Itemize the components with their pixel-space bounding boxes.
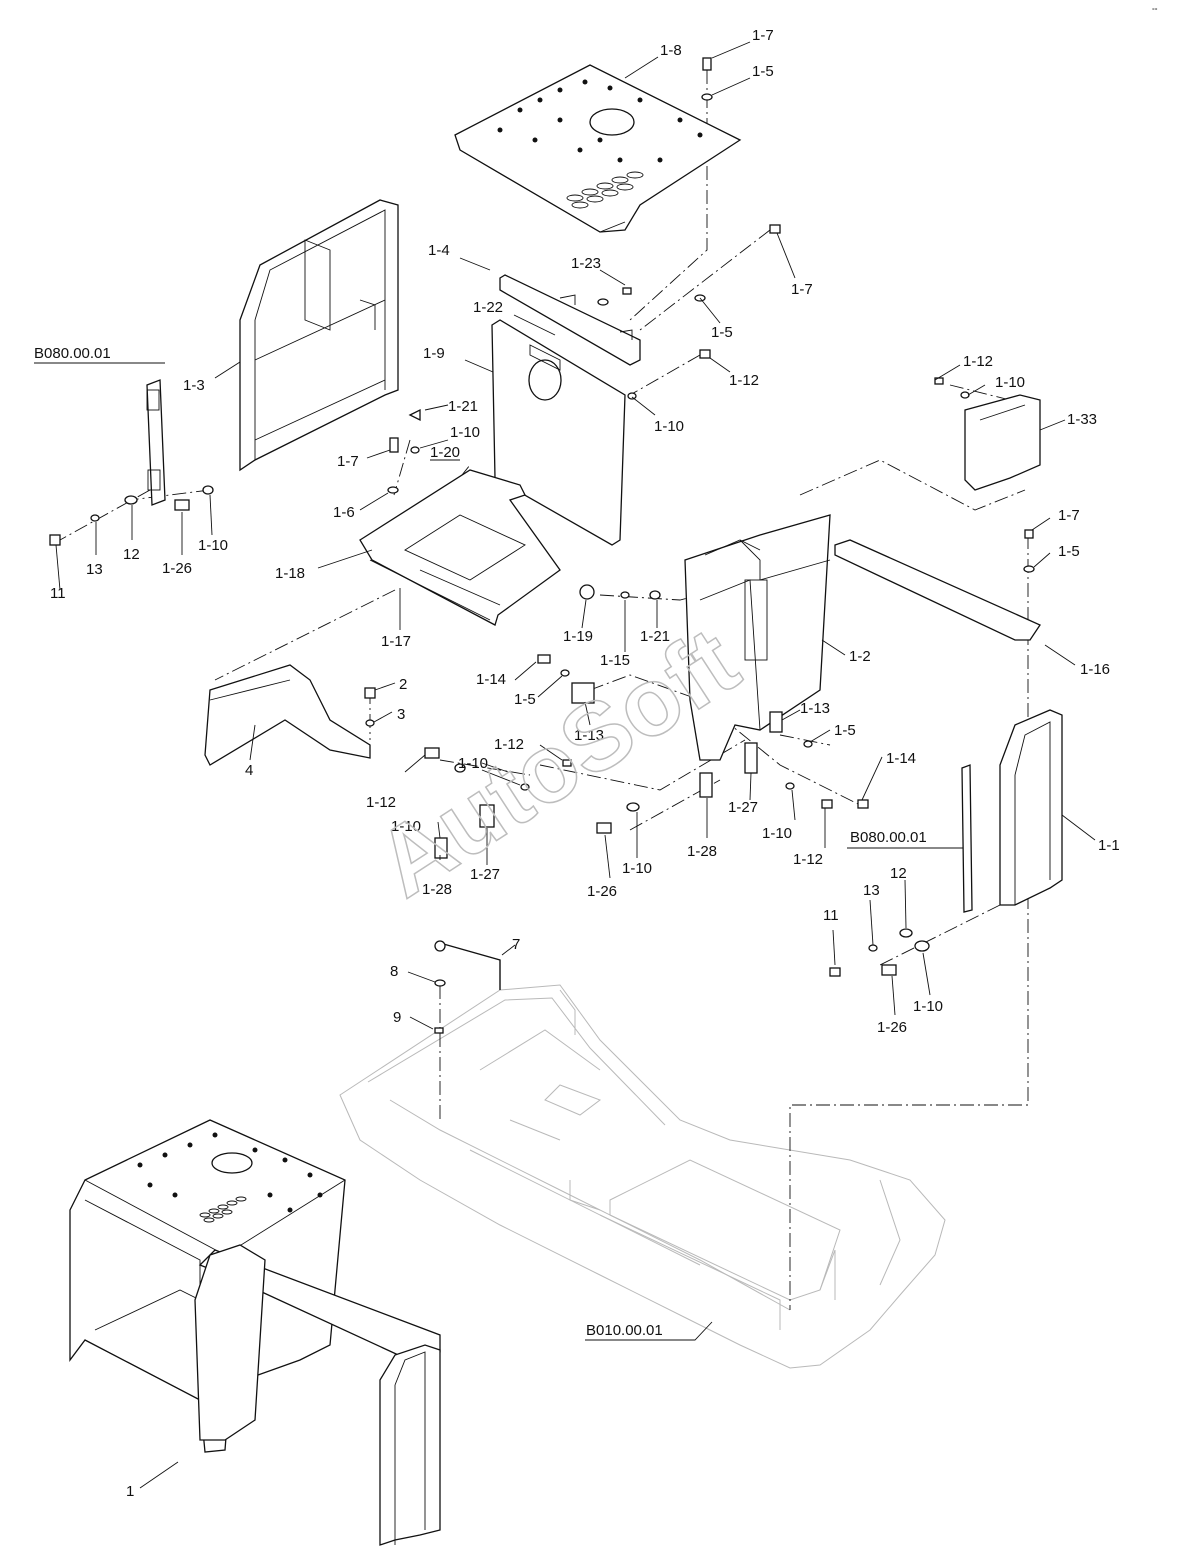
callout: 1-14 [476, 671, 506, 688]
part-1-assembled-frame [69, 1119, 441, 1546]
callout: 11 [823, 907, 839, 924]
callout: 8 [390, 963, 398, 980]
part-1-8-top-plate [454, 64, 742, 233]
callout: 1-5 [834, 722, 856, 739]
callout: 1-33 [1067, 411, 1097, 428]
callout: 1-27 [470, 866, 500, 883]
callout: 1-21 [448, 398, 478, 415]
callout: 1-8 [660, 42, 682, 59]
callout: 1-26 [587, 883, 617, 900]
callout: 1-10 [654, 418, 684, 435]
callout: 13 [863, 882, 880, 899]
callout: 1-5 [711, 324, 733, 341]
callout: 1-7 [752, 27, 774, 44]
callout: 1-5 [1058, 543, 1080, 560]
callout: 1-26 [162, 560, 192, 577]
callout: 12 [123, 546, 140, 563]
hinge-right [961, 764, 973, 913]
hinge-left [146, 379, 166, 506]
part-1-3-left-frame [239, 199, 399, 472]
part-1-18-floor-plate [359, 469, 561, 626]
callout: 1-26 [877, 1019, 907, 1036]
callout: 1-5 [752, 63, 774, 80]
fasteners [49, 57, 1035, 1034]
callout: 1-16 [1080, 661, 1110, 678]
callout: 1-5 [514, 691, 536, 708]
callout: 1-10 [762, 825, 792, 842]
callout: 1-12 [729, 372, 759, 389]
callout: 1-12 [963, 353, 993, 370]
callout: 4 [245, 762, 253, 779]
callout: 11 [50, 585, 66, 602]
callout: 1-7 [791, 281, 813, 298]
assembly-lines [59, 70, 1029, 1310]
callout: 1-18 [275, 565, 305, 582]
callout: 1-17 [381, 633, 411, 650]
callout: 1-10 [198, 537, 228, 554]
callout: 1-10 [913, 998, 943, 1015]
callout: 1-4 [428, 242, 450, 259]
callout: 1-20 [430, 444, 460, 461]
leader-lines [34, 41, 1096, 1489]
callout: 1-28 [687, 843, 717, 860]
callout: 1-19 [563, 628, 593, 645]
callout: 3 [397, 706, 405, 723]
callout: 1-15 [600, 652, 630, 669]
callout: 1-2 [849, 648, 871, 665]
ref-left-label: B080.00.01 [34, 345, 111, 362]
callout: 1-28 [422, 881, 452, 898]
callout: 1-12 [494, 736, 524, 753]
callout: 1-10 [458, 755, 488, 772]
ref-right-label: B080.00.01 [850, 829, 927, 846]
corner-mark: °° [1152, 7, 1158, 15]
callout: 2 [399, 676, 407, 693]
callout: 1-10 [995, 374, 1025, 391]
callout: 1-14 [886, 750, 916, 767]
part-1-33-cover [964, 394, 1041, 491]
callout: 9 [393, 1009, 401, 1026]
callout: 1-21 [640, 628, 670, 645]
callout: 1-1 [1098, 837, 1120, 854]
callout: 1-13 [800, 700, 830, 717]
callout: 7 [512, 936, 520, 953]
callout: 1-12 [366, 794, 396, 811]
ref-bottom-label: B010.00.01 [586, 1322, 663, 1339]
callout: 1-23 [571, 255, 601, 272]
callout: 1-13 [574, 727, 604, 744]
part-7-handle [434, 940, 501, 990]
callout: 1-6 [333, 504, 355, 521]
callout-labels: 1-8 1-7 1-5 1-4 1-23 1-7 1-22 1-5 1-9 1-… [50, 27, 1120, 1500]
watermark: AutoSoft [358, 607, 756, 917]
callout: 1-12 [793, 851, 823, 868]
chassis-ghost [339, 984, 946, 1369]
callout: 1-10 [622, 860, 652, 877]
callout: 1-27 [728, 799, 758, 816]
part-1-2-center-pillar [684, 514, 831, 761]
part-1-1-right-frame [999, 709, 1063, 906]
callout: 1-3 [183, 377, 205, 394]
part-1-9-plate [491, 319, 626, 546]
part-1-4-bracket [499, 274, 641, 366]
part-1-16-rail [834, 539, 1041, 641]
callout: 1-10 [391, 818, 421, 835]
callout: 12 [890, 865, 907, 882]
callout: 1-7 [337, 453, 359, 470]
part-4-cover [204, 664, 371, 766]
callout: 13 [86, 561, 103, 578]
callout: 1-7 [1058, 507, 1080, 524]
callout: 1-22 [473, 299, 503, 316]
callout: 1 [126, 1483, 134, 1500]
callout: 1-10 [450, 424, 480, 441]
callout: 1-9 [423, 345, 445, 362]
